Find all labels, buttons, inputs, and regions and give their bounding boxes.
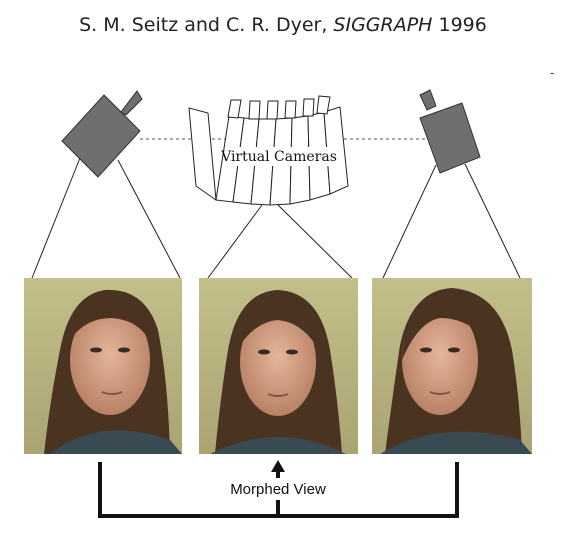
projection-rays (31, 157, 521, 279)
photo-right (372, 278, 532, 454)
corner-mark: - (550, 66, 555, 80)
citation-authors: S. M. Seitz and C. R. Dyer, (79, 14, 334, 36)
left-camera-icon (61, 90, 143, 178)
morphed-view-label-bg (222, 478, 334, 500)
citation-venue: SIGGRAPH (333, 14, 433, 36)
right-camera-icon (419, 89, 481, 174)
citation-year: 1996 (432, 14, 487, 36)
up-arrow-icon (271, 460, 285, 472)
virtual-cameras-label-bg (226, 147, 332, 166)
citation-line: S. M. Seitz and C. R. Dyer, SIGGRAPH 199… (0, 14, 566, 36)
photo-center (199, 278, 358, 454)
virtual-cameras-label: Virtual Cameras (220, 149, 337, 165)
morphed-view-label: Morphed View (230, 481, 326, 498)
photo-left (24, 278, 182, 454)
